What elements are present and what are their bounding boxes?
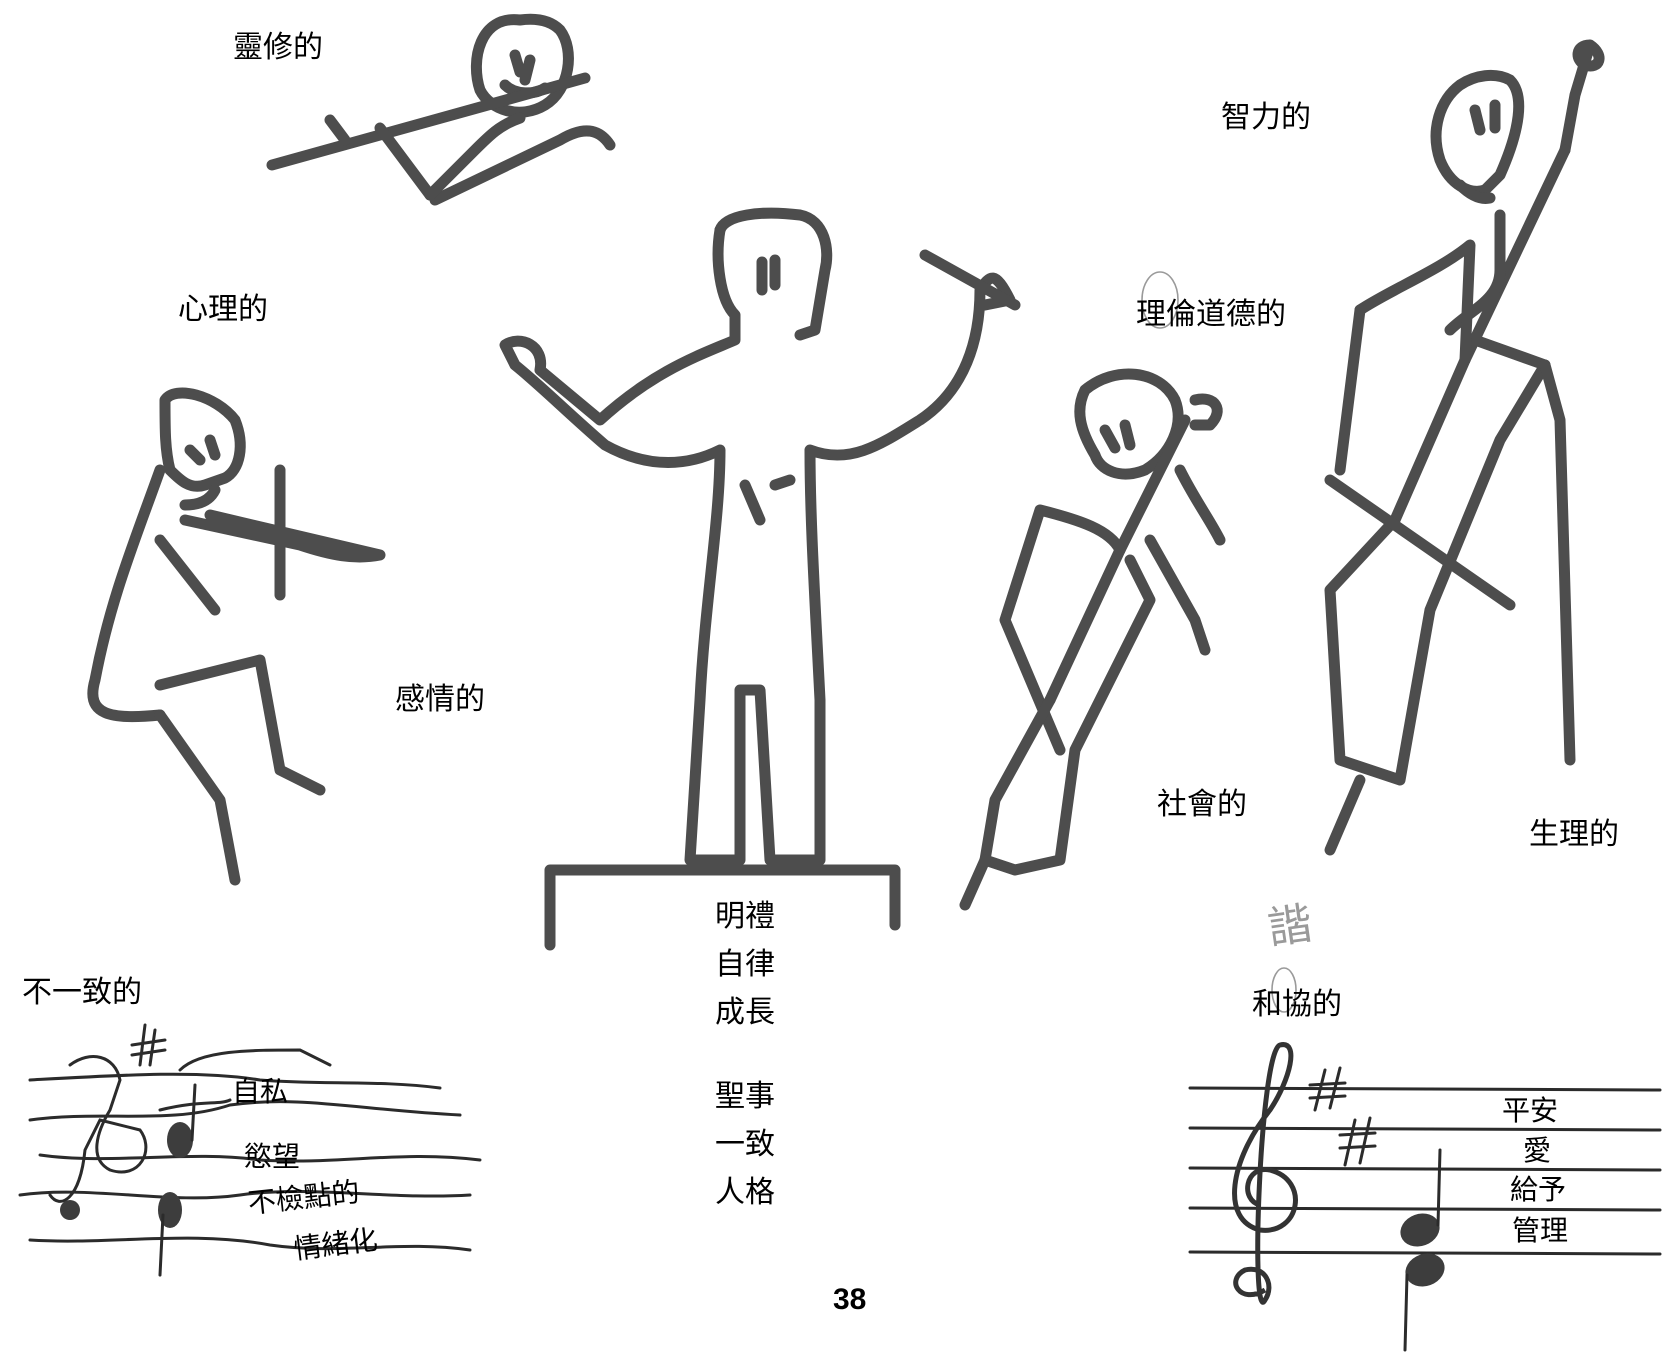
podium-text: 自律 bbox=[715, 947, 775, 982]
violinist-figure bbox=[87, 387, 386, 886]
harmonious-word: 管理 bbox=[1512, 1214, 1569, 1247]
inconsistent-word: 自私 bbox=[232, 1075, 289, 1108]
harmonious-word: 平安 bbox=[1502, 1094, 1559, 1127]
harmonious-title: 和協的 bbox=[1252, 987, 1342, 1022]
inconsistent-word: 慾望 bbox=[244, 1140, 301, 1173]
podium-text-group-2: 聖事 一致 人格 bbox=[690, 1073, 800, 1217]
harmonious-word: 愛 bbox=[1523, 1134, 1552, 1167]
cellist-figure bbox=[959, 368, 1226, 911]
podium-text: 人格 bbox=[715, 1175, 775, 1210]
label-ethical: 理倫道德的 bbox=[1136, 297, 1286, 332]
podium-text: 成長 bbox=[715, 995, 775, 1030]
podium-text: 一致 bbox=[715, 1127, 775, 1162]
handwritten-correction: 諧 bbox=[1264, 898, 1316, 955]
pencil-marks bbox=[1141, 271, 1297, 1013]
page-number: 38 bbox=[833, 1283, 867, 1316]
podium-text: 聖事 bbox=[715, 1079, 775, 1114]
flute-player-figure bbox=[266, 13, 616, 206]
label-physical: 生理的 bbox=[1529, 817, 1619, 852]
harmonious-word: 給予 bbox=[1510, 1173, 1567, 1206]
discordant-staff bbox=[18, 1023, 482, 1277]
label-intellectual: 智力的 bbox=[1221, 100, 1311, 135]
label-social: 社會的 bbox=[1157, 787, 1247, 822]
label-spiritual: 靈修的 bbox=[233, 30, 323, 65]
inconsistent-title: 不一致的 bbox=[22, 975, 142, 1010]
bass-player-figure bbox=[1324, 39, 1605, 856]
label-psychological: 心理的 bbox=[178, 292, 268, 327]
conductor-figure bbox=[499, 207, 1021, 951]
label-emotional: 感情的 bbox=[395, 682, 485, 717]
harmonious-staff bbox=[1188, 1042, 1662, 1352]
podium-text-group-1: 明禮 自律 成長 bbox=[690, 893, 800, 1037]
podium-text: 明禮 bbox=[715, 899, 775, 934]
